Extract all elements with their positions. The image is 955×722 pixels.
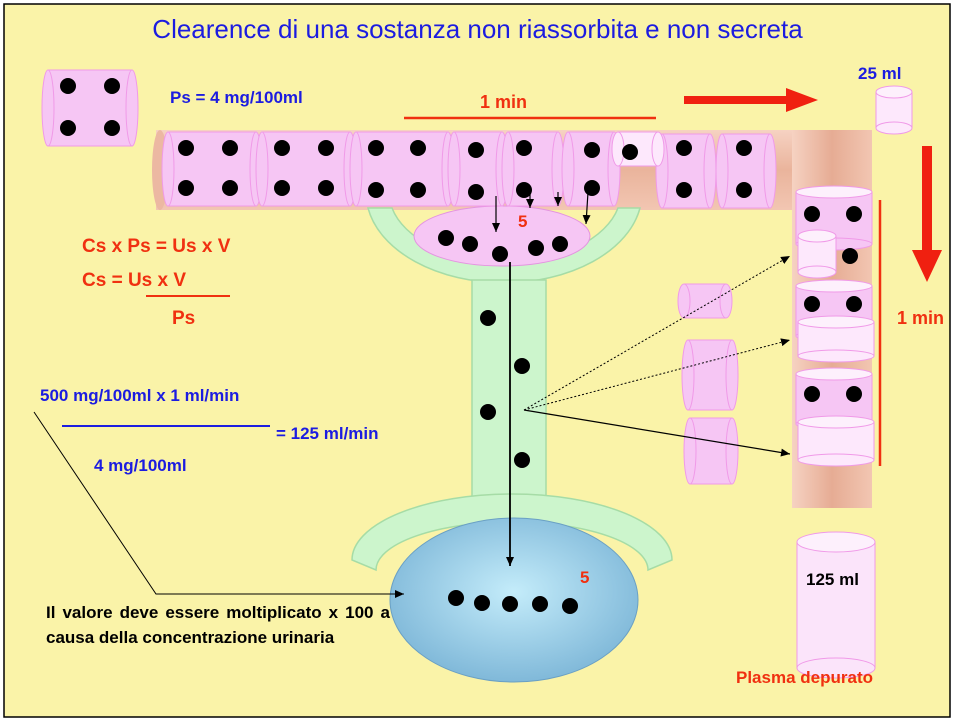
solute-dot	[318, 180, 334, 196]
formula-line-1: Cs x Ps = Us x V	[82, 236, 231, 257]
solute-dot	[676, 182, 692, 198]
solute-dot	[274, 140, 290, 156]
tube-plasma-cylinder	[255, 131, 357, 207]
sample-25ml-cylinder	[875, 85, 913, 135]
note-pointer-line	[33, 411, 404, 595]
water-cylinder	[677, 283, 733, 319]
water-return-arrow	[523, 255, 791, 411]
water-cylinder	[681, 339, 739, 411]
urine-dot	[480, 310, 496, 326]
tube-plasma-cylinder	[161, 131, 263, 207]
bladder-dot	[474, 595, 490, 611]
water-cylinder	[683, 417, 739, 485]
solute-dot	[584, 180, 600, 196]
calc-numerator: 500 mg/100ml x 1 ml/min	[40, 386, 240, 405]
formula-fraction-bar	[146, 295, 230, 297]
solute-dot	[468, 142, 484, 158]
bladder-count-label: 5	[580, 568, 590, 587]
formula-denominator: Ps	[172, 308, 196, 329]
page-title: Clearence di una sostanza non riassorbit…	[152, 14, 803, 44]
solute-dot	[516, 182, 532, 198]
solute-dot	[804, 296, 820, 312]
solute-dot	[410, 140, 426, 156]
calc-result: = 125 ml/min	[276, 424, 379, 443]
filtration-arrow	[582, 191, 591, 225]
plasma-depurato-label: Plasma depurato	[736, 668, 873, 687]
filtered-dot	[552, 236, 568, 252]
solute-dot	[842, 248, 858, 264]
bladder-cup	[351, 493, 673, 572]
cleared-plasma-slice	[797, 315, 875, 363]
solute-dot	[178, 180, 194, 196]
volume-25-label: 25 ml	[858, 64, 902, 83]
cleared-plasma-cylinder	[796, 531, 876, 679]
bladder-dot	[448, 590, 464, 606]
bladder-dot	[562, 598, 578, 614]
flow-arrow-down	[912, 146, 942, 282]
solute-dot	[516, 140, 532, 156]
cleared-plasma-slice	[797, 415, 875, 467]
flow-arrow-right	[684, 88, 818, 112]
bladder-dot	[502, 596, 518, 612]
solute-dot	[584, 142, 600, 158]
bladder-dot	[532, 596, 548, 612]
solute-dot	[468, 184, 484, 200]
solute-dot	[104, 120, 120, 136]
filtered-dot	[528, 240, 544, 256]
filtered-dot	[462, 236, 478, 252]
water-return-arrow	[523, 409, 791, 457]
solute-dot	[846, 296, 862, 312]
glomerulus-count-label: 5	[518, 212, 528, 231]
solute-dot	[178, 140, 194, 156]
urine-dot	[480, 404, 496, 420]
solute-dot	[60, 120, 76, 136]
water-return-arrow	[523, 338, 791, 411]
urine-dot	[514, 358, 530, 374]
solute-dot	[736, 140, 752, 156]
urine-dot	[514, 452, 530, 468]
solute-dot	[410, 182, 426, 198]
calc-denominator: 4 mg/100ml	[94, 456, 187, 475]
solute-dot	[222, 140, 238, 156]
solute-dot	[368, 140, 384, 156]
solute-dot	[804, 206, 820, 222]
volume-125-label: 125 ml	[806, 570, 859, 589]
filtered-dot	[492, 246, 508, 262]
solute-dot	[222, 180, 238, 196]
urinary-concentration-note: Il valore deve essere moltiplicato x 100…	[46, 603, 390, 647]
solute-dot	[622, 144, 638, 160]
plasma-concentration-label: Ps = 4 mg/100ml	[170, 88, 303, 107]
calc-fraction-bar	[62, 425, 270, 427]
solute-dot	[846, 206, 862, 222]
solute-dot	[368, 182, 384, 198]
tube-plasma-cylinder	[501, 131, 565, 207]
solute-dot	[736, 182, 752, 198]
solute-dot	[676, 140, 692, 156]
one-minute-side-label: 1 min	[897, 308, 945, 328]
solute-dot	[318, 140, 334, 156]
solute-dot	[846, 386, 862, 402]
solute-dot	[60, 78, 76, 94]
solute-dot	[274, 180, 290, 196]
sample-plasma-cylinder	[41, 69, 139, 147]
filtered-dot	[438, 230, 454, 246]
one-minute-top-label: 1 min	[480, 92, 528, 112]
solute-dot	[804, 386, 820, 402]
tube-plasma-cylinder	[349, 131, 455, 207]
formula-line-2: Cs = Us x V	[82, 270, 187, 291]
solute-dot	[104, 78, 120, 94]
small-plasma-cylinder	[611, 131, 665, 167]
cleared-plasma-slice	[797, 229, 837, 279]
